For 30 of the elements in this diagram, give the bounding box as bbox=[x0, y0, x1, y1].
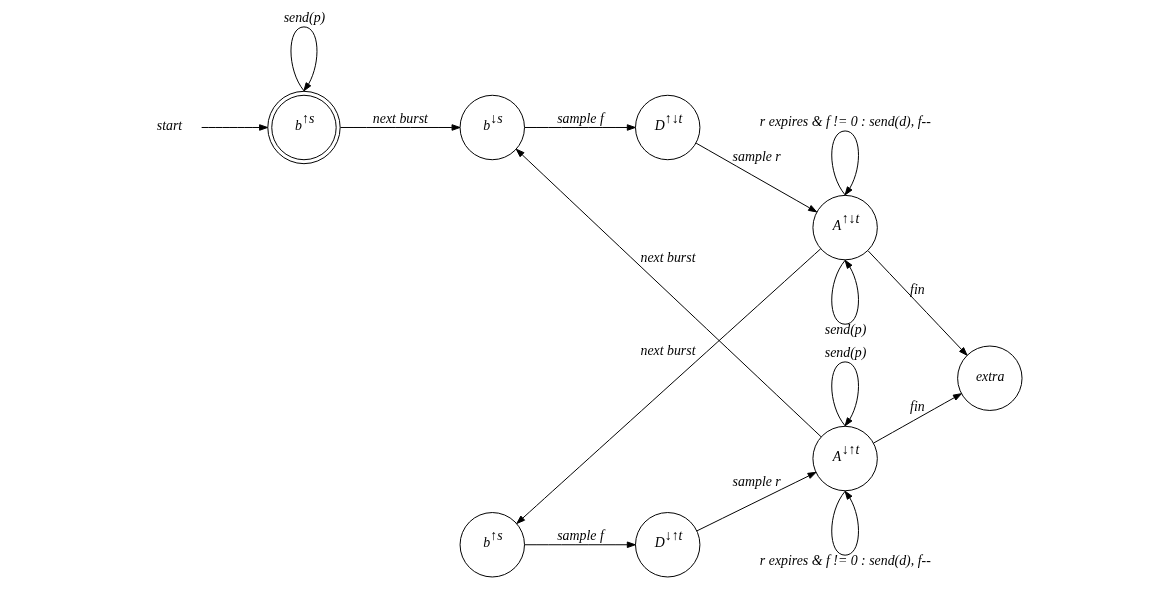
arrow bbox=[339, 124, 461, 131]
edge-label: sample f bbox=[557, 110, 604, 126]
edge-label: fin bbox=[910, 399, 925, 415]
edge-label: next burst bbox=[640, 342, 696, 358]
arrow bbox=[867, 250, 968, 356]
edge-label: fin bbox=[910, 282, 925, 298]
arrow bbox=[524, 541, 636, 549]
edge-label: r expires & f != 0 : send(d), f-- bbox=[759, 114, 931, 130]
arrow bbox=[524, 124, 636, 131]
edge-label: next burst bbox=[640, 249, 696, 265]
edge-label: sample f bbox=[557, 528, 604, 543]
arrow bbox=[516, 248, 822, 524]
arrow bbox=[873, 393, 962, 444]
arrow bbox=[695, 142, 818, 213]
arrow bbox=[515, 148, 822, 438]
edge-label: send(p) bbox=[824, 322, 867, 338]
edge-label: send(p) bbox=[824, 345, 867, 361]
edge-label: sample r bbox=[732, 474, 781, 490]
node-text: start bbox=[156, 118, 183, 134]
edge-label: next burst bbox=[372, 110, 428, 126]
edge-label: sample r bbox=[732, 149, 781, 165]
arrow bbox=[831, 361, 859, 427]
arrow bbox=[831, 490, 859, 556]
arrow bbox=[831, 130, 859, 196]
arrow bbox=[696, 471, 817, 532]
arrow bbox=[290, 26, 318, 92]
arrow bbox=[201, 124, 268, 131]
edge-label: send(p) bbox=[283, 10, 326, 26]
arrow bbox=[831, 259, 859, 325]
edge-label: r expires & f != 0 : send(d), f-- bbox=[759, 553, 931, 569]
